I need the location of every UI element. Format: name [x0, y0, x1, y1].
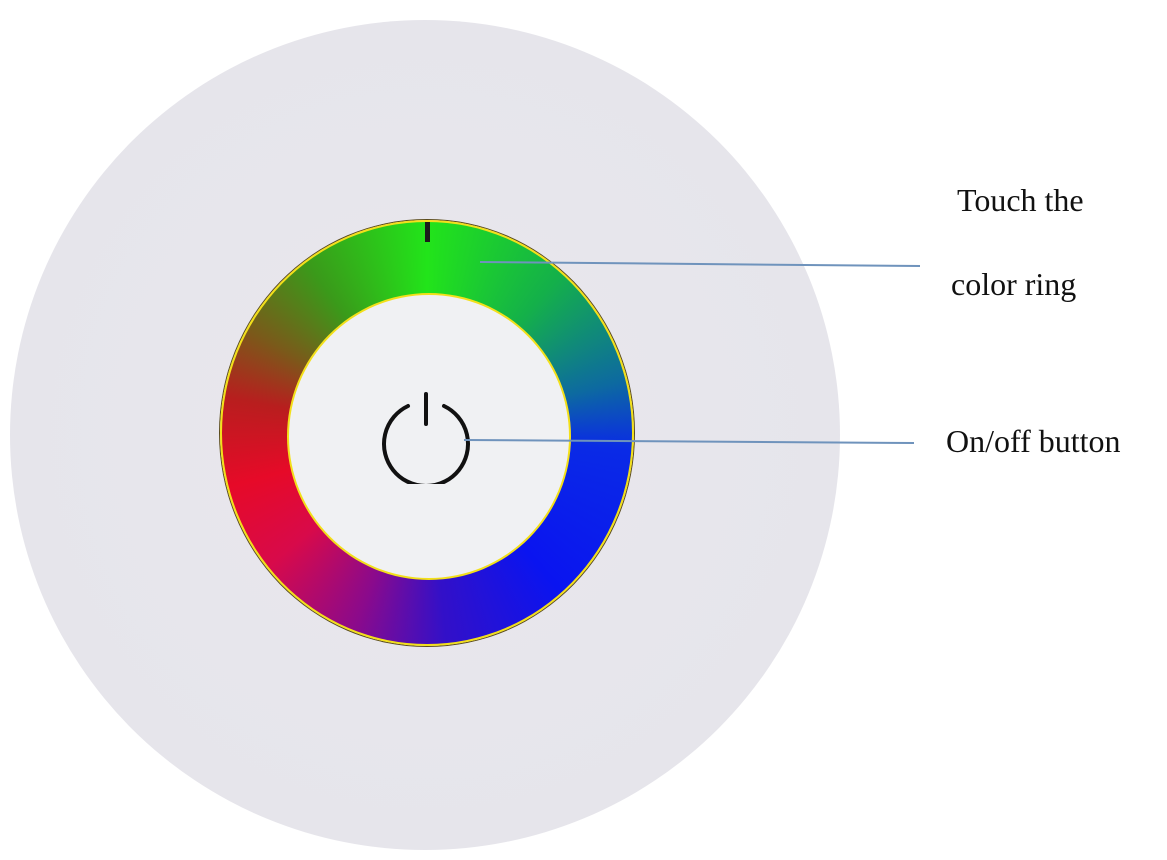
power-icon [382, 392, 470, 484]
button-leader-line [463, 439, 915, 444]
color-ring-leader-line [479, 261, 921, 267]
color-ring-label-line1: Touch the [957, 182, 1084, 218]
on-off-button[interactable] [287, 293, 571, 580]
color-ring-label-line2: color ring [951, 266, 1077, 302]
ring-marker [425, 222, 430, 242]
on-off-button-label: On/off button [946, 423, 1121, 459]
